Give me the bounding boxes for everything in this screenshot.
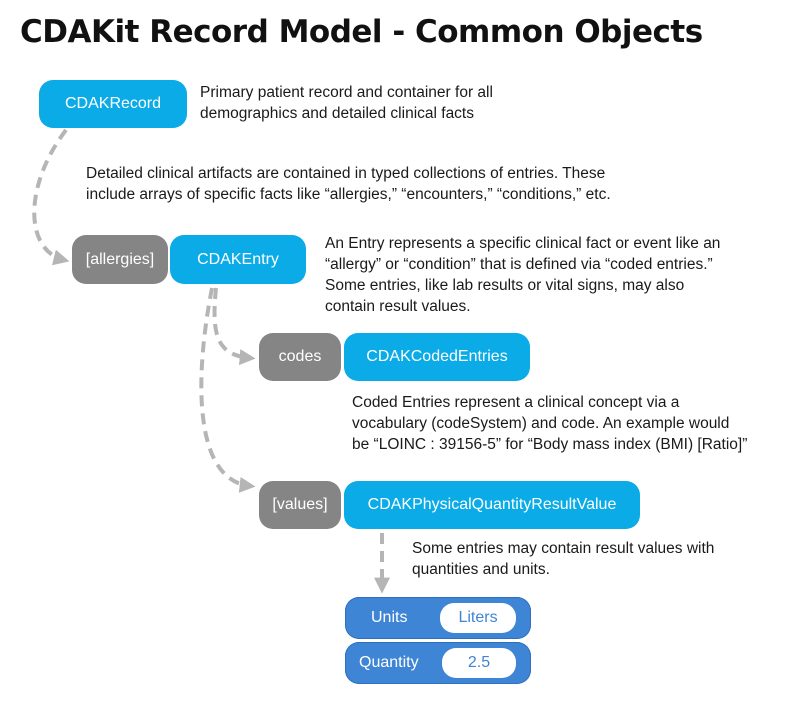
node-cdakphysicalquantityresultvalue: CDAKPhysicalQuantityResultValue — [344, 481, 640, 529]
description-entry: An Entry represents a specific clinical … — [325, 235, 721, 315]
field-quantity: Quantity 2.5 — [345, 642, 531, 684]
description-record: Primary patient record and container for… — [200, 84, 493, 122]
field-quantity-value: 2.5 — [442, 648, 516, 678]
node-values: [values] — [259, 481, 341, 529]
arrow-entry-to-codes — [212, 287, 256, 366]
node-cdakcodedentries: CDAKCodedEntries — [344, 333, 530, 381]
description-coded-entries: Coded Entries represent a clinical conce… — [352, 394, 748, 453]
field-units-label: Units — [371, 609, 408, 626]
field-units: Units Liters — [345, 597, 531, 639]
description-result-values: Some entries may contain result values w… — [412, 540, 715, 578]
node-allergies: [allergies] — [72, 235, 168, 284]
description-collections: Detailed clinical artifacts are containe… — [86, 165, 611, 203]
arrow-record-to-allergies — [32, 128, 70, 266]
field-units-value: Liters — [440, 603, 516, 633]
field-quantity-label: Quantity — [359, 654, 419, 671]
page-title: CDAKit Record Model - Common Objects — [20, 14, 703, 50]
node-cdakentry: CDAKEntry — [170, 235, 306, 284]
node-codes: codes — [259, 333, 341, 381]
arrow-entry-to-values — [199, 287, 256, 493]
node-cdakrecord: CDAKRecord — [39, 80, 187, 128]
